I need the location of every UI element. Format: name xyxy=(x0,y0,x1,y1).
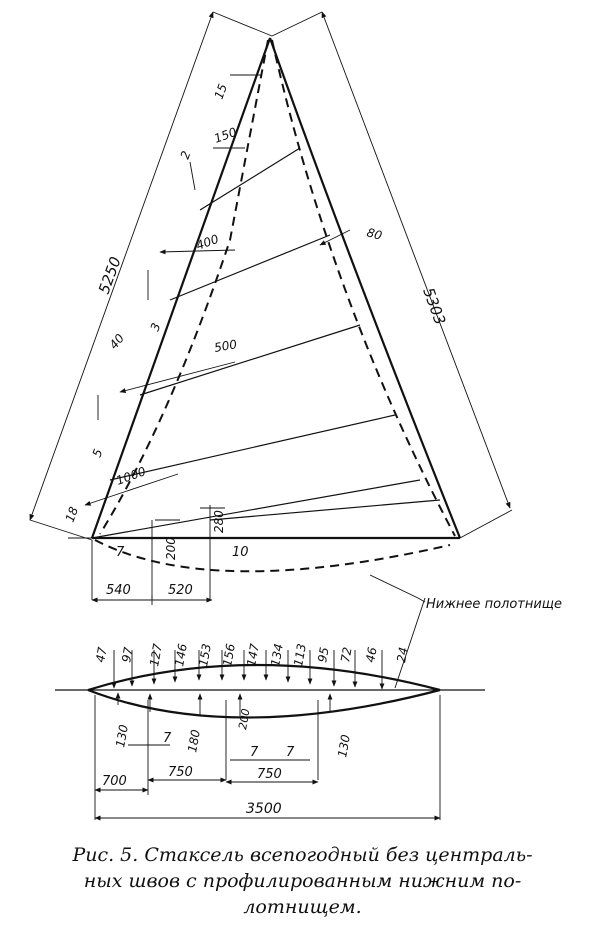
top-value-2: 127 xyxy=(147,642,165,667)
offset-40: 40 xyxy=(107,331,128,352)
offset-18: 18 xyxy=(63,505,82,524)
luff-length-label: 5250 xyxy=(95,254,125,296)
caption-line-2: ных швов с профилированным нижним по- xyxy=(83,870,522,892)
caption-line-3: лотнищем. xyxy=(243,896,362,918)
leech-offset-dim: 80 xyxy=(319,225,384,246)
top-value-0: 47 xyxy=(93,646,110,664)
offset-1000: 1000 xyxy=(114,464,148,488)
foot-540: 540 xyxy=(106,583,131,598)
panel-top-edge xyxy=(87,663,441,692)
foot-roach-dashed xyxy=(94,539,451,573)
foot-520: 520 xyxy=(168,583,193,598)
offset-200: 200 xyxy=(164,537,178,560)
bottom-value-1: 180 xyxy=(185,728,203,753)
panel-top-values: 47 97 127 146 153 156 147 134 113 95 72 … xyxy=(93,642,410,667)
offset-80: 80 xyxy=(365,225,384,243)
offset-500: 500 xyxy=(213,337,238,355)
bottom-panel-label: Нижнее полотнище xyxy=(426,597,562,612)
leech-dimension: 5303 xyxy=(271,11,513,539)
leech-length-label: 5303 xyxy=(419,285,449,327)
top-value-5: 156 xyxy=(220,642,238,667)
luff-dimension: 5250 xyxy=(29,11,273,541)
panel-dimension-lines: 7 7 7 700 750 750 3500 xyxy=(94,695,441,821)
top-value-9: 95 xyxy=(315,646,331,663)
offset-15: 15 xyxy=(212,82,230,101)
offset-5: 5 xyxy=(90,447,106,459)
panel-profile xyxy=(55,663,485,719)
top-value-3: 146 xyxy=(172,642,190,667)
panel-offset-2: 7 xyxy=(286,745,295,760)
top-value-8: 113 xyxy=(291,643,309,668)
bottom-panel-callout: Нижнее полотнище xyxy=(369,574,562,689)
total-3500: 3500 xyxy=(246,801,282,817)
offset-280: 280 xyxy=(212,510,226,533)
offset-2: 2 xyxy=(178,149,194,161)
top-value-6: 147 xyxy=(244,642,262,667)
spacing-750-a: 750 xyxy=(168,765,193,780)
top-value-7: 134 xyxy=(268,643,286,668)
spacing-700: 700 xyxy=(102,774,127,789)
offset-10-foot: 10 xyxy=(232,545,249,560)
panel-seams xyxy=(91,147,441,539)
top-value-11: 46 xyxy=(363,646,380,664)
panel-bottom-values: 130 180 200 130 xyxy=(113,708,353,759)
offset-7-foot: 7 xyxy=(116,545,125,560)
offset-3: 3 xyxy=(148,321,164,333)
top-value-10: 72 xyxy=(338,646,354,663)
spacing-750-b: 750 xyxy=(257,767,282,782)
bottom-value-0: 130 xyxy=(113,723,131,748)
figure-caption: Рис. 5. Стаксель всепогодный без централ… xyxy=(30,842,575,920)
foot-round-dims: 280 200 7 10 540 520 xyxy=(91,505,249,605)
top-value-1: 97 xyxy=(119,646,136,664)
top-value-4: 153 xyxy=(196,643,214,668)
luff-line xyxy=(90,37,272,539)
top-value-12: 24 xyxy=(394,646,410,663)
bottom-value-3: 130 xyxy=(335,733,353,758)
staysail-outline xyxy=(90,37,462,573)
offset-400: 400 xyxy=(194,232,221,253)
panel-offset-0: 7 xyxy=(163,731,172,746)
panel-bottom-edge xyxy=(87,688,441,719)
caption-line-1: Рис. 5. Стаксель всепогодный без централ… xyxy=(72,844,533,866)
panel-offset-arrows xyxy=(111,650,385,716)
offset-150: 150 xyxy=(212,125,239,146)
bottom-value-2: 200 xyxy=(236,708,252,731)
panel-offset-1: 7 xyxy=(250,745,259,760)
